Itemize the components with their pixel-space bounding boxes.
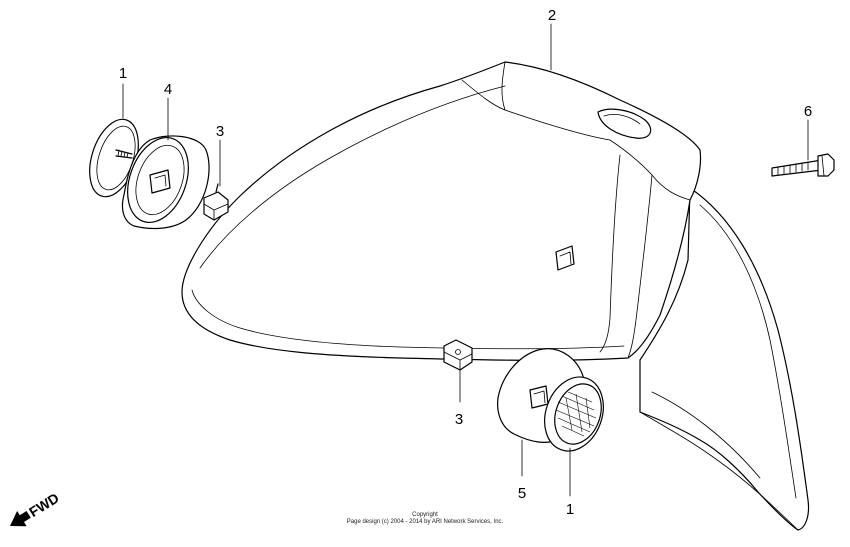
callout-1-bottom: 1 (566, 501, 574, 518)
callout-3-top: 3 (216, 123, 224, 140)
callout-2: 2 (548, 7, 556, 24)
copyright-line: Copyright (412, 512, 438, 518)
copyright-notice: Page design (c) 2004 - 2014 by ARI Netwo… (346, 519, 504, 525)
callout-6: 6 (804, 103, 812, 120)
reflector-base-part (121, 135, 210, 230)
clip-nut-part-upper (203, 183, 229, 221)
callout-3-bottom: 3 (455, 411, 463, 428)
leader-lines (122, 23, 809, 497)
front-fender-part (181, 61, 810, 531)
callout-5: 5 (518, 485, 526, 502)
clip-nut-part-lower (443, 339, 473, 371)
forward-arrow-icon (10, 510, 31, 527)
reflector-lens-part-lower (544, 376, 604, 452)
bolt-part (771, 153, 835, 177)
callout-4: 4 (164, 81, 172, 98)
callout-1-top: 1 (119, 65, 127, 82)
